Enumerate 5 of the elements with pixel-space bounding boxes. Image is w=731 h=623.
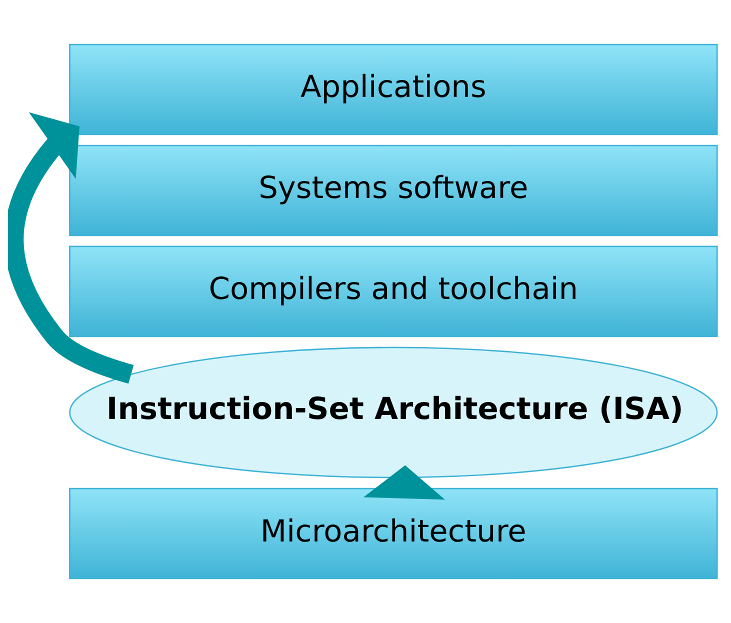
- node-box: Systems software: [69, 144, 718, 236]
- arrow: [364, 465, 445, 500]
- node-box: Compilers and toolchain: [69, 246, 718, 338]
- node-box: Applications: [69, 44, 718, 136]
- node-ellipse: Instruction-Set Architecture (ISA): [69, 346, 718, 478]
